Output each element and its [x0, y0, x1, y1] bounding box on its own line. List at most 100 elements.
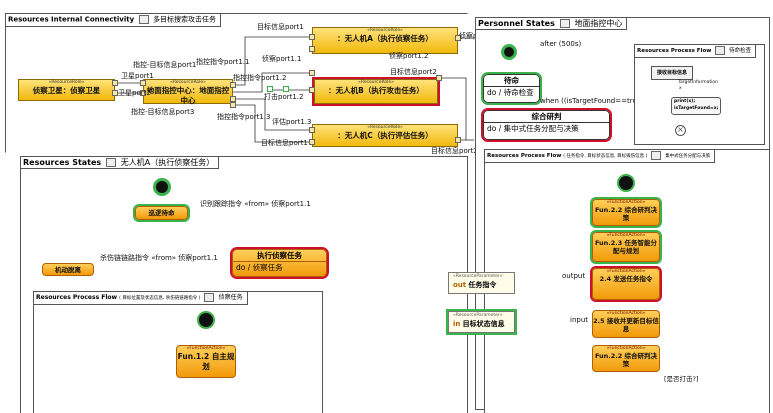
- uav-b-role[interactable]: «ResourceRole» ：无人机B（执行攻击任务）: [312, 77, 440, 106]
- standby-state[interactable]: 待命 do / 待命检查: [481, 72, 542, 105]
- port[interactable]: [309, 70, 315, 76]
- out-parameter[interactable]: «ResourceParameter» out 任务指令: [448, 272, 515, 294]
- port[interactable]: [455, 137, 461, 143]
- port-label: 侦察port1.1: [262, 55, 302, 63]
- uav-a-role[interactable]: «ResourceRole» ：无人机A（执行侦察任务）: [312, 27, 458, 54]
- port[interactable]: [455, 35, 461, 41]
- evade-state[interactable]: 机动脱离: [42, 263, 94, 276]
- action-name: Fun.2.2 综合研判决策: [594, 352, 658, 368]
- recon-state[interactable]: 执行侦察任务 do / 侦察任务: [230, 247, 329, 279]
- accept-event-action[interactable]: 接收目标信息: [651, 66, 693, 80]
- connectivity-tab[interactable]: Resources Internal Connectivity 多目标搜索攻击任…: [6, 14, 222, 27]
- center-action-0[interactable]: «FunctionAction» Fun.2.2 综合研判决策: [590, 197, 662, 228]
- port[interactable]: [309, 139, 315, 145]
- mini-flow-frame: Resources Process Flow 待命检查 接收目标信息 Targe…: [634, 44, 765, 145]
- action-stereotype: «FunctionAction»: [606, 233, 646, 238]
- action-stereotype: «FunctionAction»: [186, 346, 226, 351]
- port-label: 指控-目标信息port1: [133, 61, 197, 69]
- code-line-2: isTargetFound=x;: [674, 106, 719, 111]
- param-stereotype: «ResourceParameter»: [453, 313, 503, 318]
- connectivity-tab-name: 多目标搜索攻击任务: [153, 15, 217, 24]
- mini-flow-tab-title: Resources Process Flow: [637, 48, 712, 54]
- ground-center-role[interactable]: «ResourceRole» 地面指控中心：地面指控中心: [143, 79, 233, 105]
- resources-states-tab-name: 无人机A（执行侦察任务）: [120, 158, 215, 167]
- port[interactable]: [230, 82, 236, 88]
- center-flow-tab-name: 集中式任务分配与决策: [665, 154, 711, 159]
- port[interactable]: [283, 86, 289, 92]
- port[interactable]: [309, 34, 315, 40]
- analysis-state[interactable]: 综合研判 do / 集中式任务分配与决策: [481, 108, 612, 142]
- initial-state-icon: [501, 44, 517, 60]
- uav-c-stereotype: «ResourceRole»: [367, 125, 403, 130]
- port[interactable]: [309, 46, 315, 52]
- port-label: 目标信息port2: [431, 147, 478, 155]
- center-action-1[interactable]: «FunctionAction» Fun.2.3 任务智能分配与规划: [590, 230, 662, 264]
- initial-node-icon: [197, 311, 215, 329]
- port-label: 指控指令port1.1: [196, 58, 250, 66]
- initial-node-icon: [617, 174, 635, 192]
- ground-center-stereotype: «ResourceRole»: [170, 80, 206, 85]
- center-flow-tab-caption: ( 任务指令, 目标状态信息, 目标毁伤信息 ): [563, 154, 648, 159]
- diagram-icon: [138, 15, 149, 24]
- center-flow-tab-title: Resources Process Flow: [487, 153, 562, 159]
- action-name: Fun.2.2 综合研判决策: [594, 206, 658, 222]
- port[interactable]: [267, 86, 273, 92]
- uav-a-stereotype: «ResourceRole»: [367, 28, 403, 33]
- mini-flow-tab[interactable]: Resources Process Flow 待命检查: [635, 45, 757, 58]
- diagram-icon: [204, 293, 215, 302]
- center-flow-tab[interactable]: Resources Process Flow ( 任务指令, 目标状态信息, 目…: [485, 150, 716, 163]
- after-trigger: after (500s): [540, 40, 582, 48]
- uav-c-role[interactable]: «ResourceRole» ：无人机C（执行评估任务）: [312, 124, 458, 147]
- port[interactable]: [309, 127, 315, 133]
- pin-label: TargetInformation: [678, 80, 718, 85]
- port[interactable]: [140, 90, 146, 96]
- resources-states-tab[interactable]: Resources States 无人机A（执行侦察任务）: [21, 157, 220, 169]
- center-action-4[interactable]: «FunctionAction» Fun.2.2 综合研判决策: [592, 345, 660, 372]
- pin-x-label: x: [679, 86, 682, 91]
- guard-label: [是否打击?]: [664, 375, 699, 383]
- recon-flow-tab-name: 侦察任务: [218, 294, 243, 301]
- center-action-2[interactable]: «FunctionAction» 2.4 发送任务指令: [590, 266, 662, 302]
- opaque-action[interactable]: print(x); isTargetFound=x;: [671, 97, 721, 115]
- initial-state-icon: [153, 178, 171, 196]
- final-node-icon: ×: [675, 125, 686, 136]
- ground-center-name: 地面指控中心：地面指控中心: [146, 86, 230, 105]
- port[interactable]: [112, 80, 118, 86]
- port-label: 侦察port1.2: [389, 52, 429, 60]
- param-direction: out: [453, 281, 467, 289]
- center-action-3[interactable]: «FunctionAction» 2.5 接收并更新目标信息: [592, 310, 660, 338]
- in-parameter[interactable]: «ResourceParameter» in 目标状态信息: [446, 309, 517, 335]
- port-label: 评估port1.3: [272, 118, 312, 126]
- port[interactable]: [309, 87, 315, 93]
- autonomous-planning-action[interactable]: «FunctionAction» Fun.1.2 自主规划: [176, 345, 236, 378]
- connectivity-tab-title: Resources Internal Connectivity: [8, 15, 135, 24]
- port[interactable]: [436, 75, 442, 81]
- personnel-tab[interactable]: Personnel States 地面指控中心: [476, 18, 628, 30]
- port[interactable]: [140, 80, 146, 86]
- standby-state-name: 待命: [484, 75, 539, 87]
- uav-b-stereotype: «ResourceRole»: [358, 80, 394, 85]
- analysis-state-name: 综合研判: [484, 111, 609, 123]
- diagram-icon: [559, 19, 570, 28]
- diagram-icon: [106, 158, 116, 167]
- port[interactable]: [112, 90, 118, 96]
- satellite-role[interactable]: «ResourceRole» 侦察卫星：侦察卫星: [18, 79, 115, 101]
- code-line-1: print(x);: [674, 99, 696, 104]
- accept-event-label: 接收目标信息: [656, 70, 687, 76]
- port-label: 指控-目标信息port3: [131, 108, 195, 116]
- action-stereotype: «FunctionAction»: [606, 200, 646, 205]
- recon-flow-tab[interactable]: Resources Process Flow ( 目标位置及状态信息, 杀伤链链…: [34, 292, 248, 305]
- uav-a-name: ：无人机A（执行侦察任务）: [337, 34, 433, 43]
- port-label: 打击port1.2: [264, 93, 304, 101]
- port[interactable]: [230, 96, 236, 102]
- param-direction: in: [453, 320, 461, 328]
- port[interactable]: [230, 102, 236, 108]
- input-label: input: [570, 316, 589, 324]
- port-label: 目标信息port1: [261, 139, 308, 147]
- action-name: 2.4 发送任务指令: [599, 275, 653, 283]
- param-name: 任务指令: [468, 281, 497, 289]
- trigger-killchain: 杀伤链链路指令 «from» 侦察port1.1: [100, 254, 218, 262]
- patrol-standby-state[interactable]: 巡逻待命: [133, 204, 190, 222]
- when-trigger: when ((isTargetFound==true)): [540, 97, 647, 105]
- uav-c-name: ：无人机C（执行评估任务）: [337, 131, 433, 140]
